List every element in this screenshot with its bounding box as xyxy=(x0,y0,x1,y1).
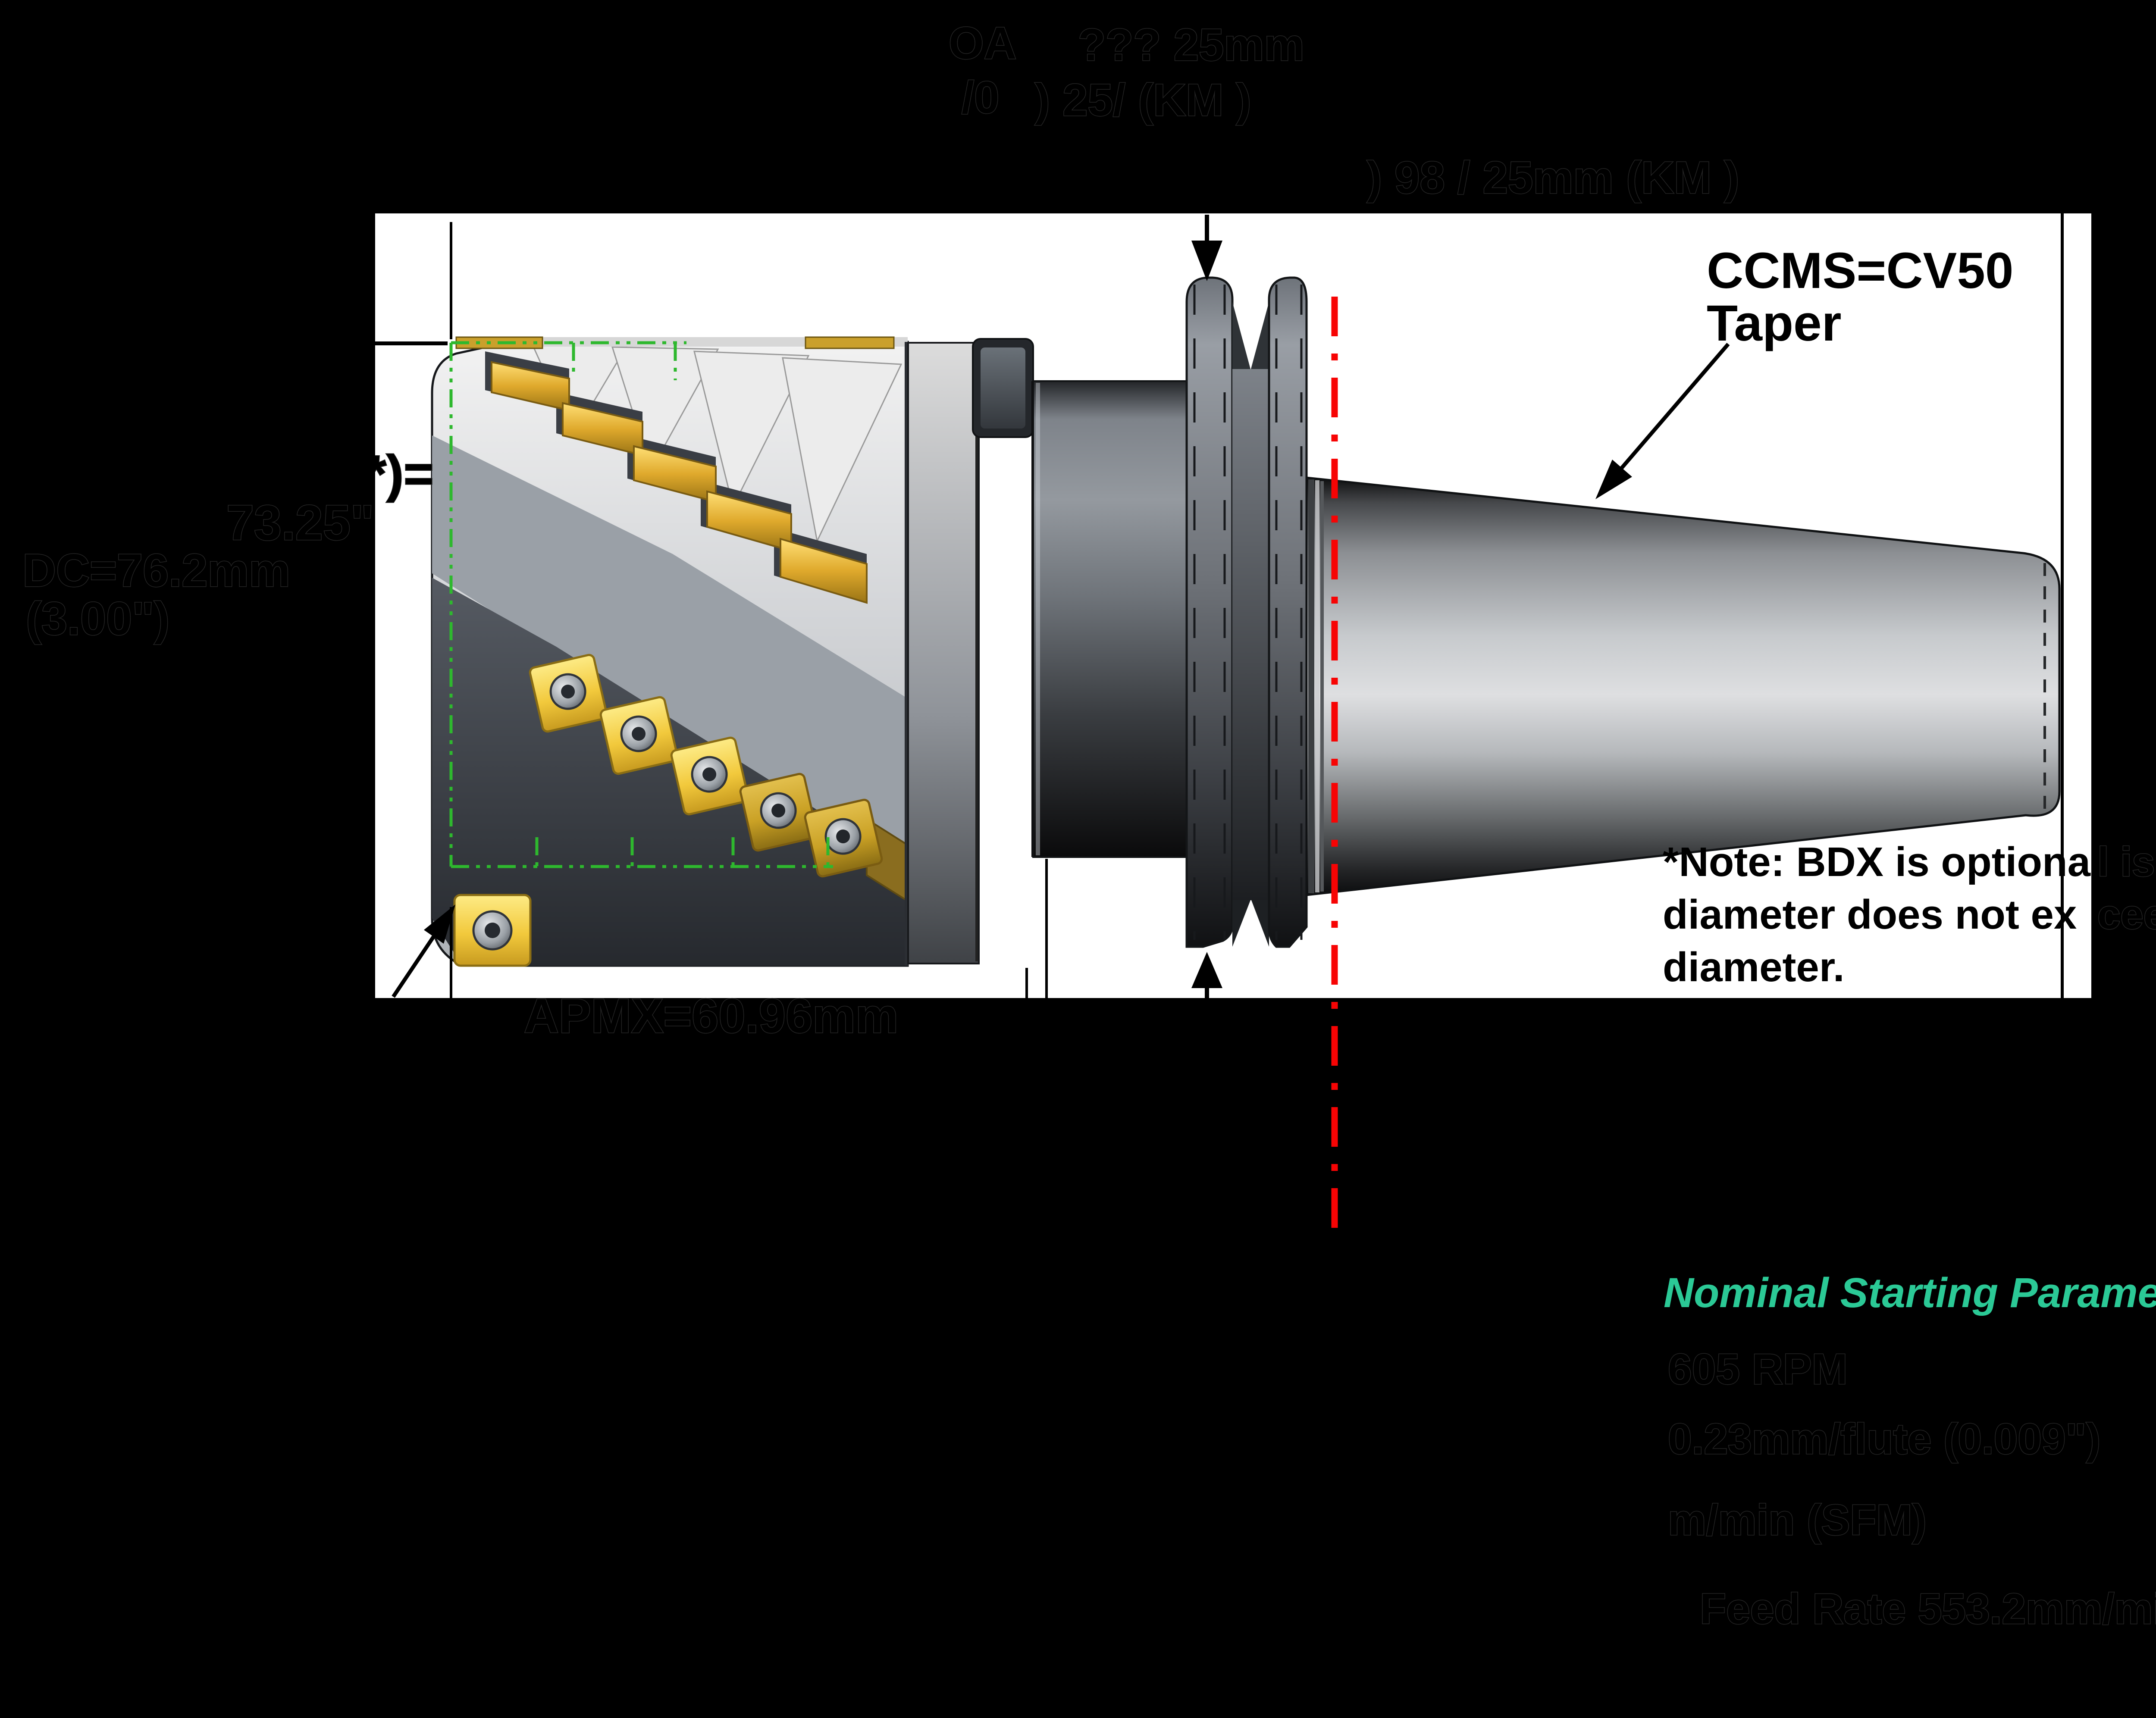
ghost-note-overflow: l is ne xyxy=(2097,839,2156,885)
ghost-param-speed: m/min (SFM) xyxy=(1668,1496,1927,1544)
ghost-title-fragment: ) 98 / 25mm (KM ) xyxy=(1367,153,1739,203)
cutter-head-midband xyxy=(432,435,908,867)
ccms-label-line2: Taper xyxy=(1707,295,1842,352)
flange-groove-floor xyxy=(1232,369,1269,900)
ghost-param-feed-per-tooth: 0.23mm/flute (0.009") xyxy=(1668,1415,2100,1463)
leader-arrowhead xyxy=(424,904,455,944)
flange-chamfer xyxy=(1251,302,1269,369)
up-arrowhead xyxy=(1191,952,1222,988)
figure-panel-inner-border xyxy=(2061,213,2064,998)
head-top-band xyxy=(456,337,908,347)
cv50-taper-cone xyxy=(1305,476,2061,896)
ghost-title-fragment: ??? 25mm xyxy=(1078,20,1304,70)
cone-end-ring xyxy=(1320,481,1324,892)
collar-edge-line xyxy=(975,345,978,961)
flute-scoop xyxy=(782,357,903,543)
ghost-note-overflow: ceed t xyxy=(2097,892,2156,938)
note-line2: diameter does not ex xyxy=(1663,892,2077,938)
note-line1: *Note: BDX is optiona xyxy=(1663,839,2091,885)
cutting-envelope-overlay xyxy=(449,341,833,868)
flute-scoop xyxy=(611,346,719,472)
ghost-title-fragment: OA xyxy=(949,18,1017,69)
ghost-left-value: 73.25" xyxy=(226,495,374,551)
ghost-left-value: (3.00") xyxy=(26,592,169,645)
ghost-param-rpm: 605 RPM xyxy=(1668,1345,1848,1393)
face-insert xyxy=(599,696,679,775)
ghost-param-feed-rate: Feed Rate 553.2mm/min (21.78 in/min) xyxy=(1700,1585,2156,1633)
ghost-left-label: DC=76.2mm xyxy=(22,544,290,596)
left-dim-label: (BDX*)= xyxy=(240,445,434,503)
flute-scoop xyxy=(693,350,810,509)
ghost-title-fragment: ) 25/ (KM ) xyxy=(1035,75,1251,125)
face-insert xyxy=(739,773,818,852)
face-insert xyxy=(529,654,608,733)
flange-chamfer xyxy=(1232,900,1250,947)
adapter-neck xyxy=(1032,380,1188,858)
top-insert-strip xyxy=(805,336,895,349)
flange-chamfer xyxy=(1251,900,1269,947)
face-insert xyxy=(670,736,749,816)
flange-rib-right xyxy=(1268,276,1308,948)
cutter-head xyxy=(431,336,909,967)
cone-end-ring xyxy=(1308,479,1314,893)
apmx-label: APMX=60.96mm xyxy=(524,989,898,1043)
ccms-leader-line xyxy=(1610,343,1730,481)
rear-collar xyxy=(907,342,980,964)
flange-rib-left xyxy=(1185,276,1234,948)
down-arrowhead xyxy=(1191,241,1222,281)
dimension-line-fragment xyxy=(375,341,448,345)
params-heading: Nominal Starting Parameters: xyxy=(1664,1269,2156,1316)
v-flange xyxy=(1185,276,1308,948)
ghost-title-fragment: /0 xyxy=(962,72,1000,123)
wiper-insert xyxy=(453,894,532,967)
head-rear-edge xyxy=(905,342,908,966)
ccms-label-line1: CCMS=CV50 xyxy=(1707,242,2014,299)
dimension-marks xyxy=(375,215,1730,998)
cone-end-ring xyxy=(1315,480,1319,892)
flange-chamfer xyxy=(1232,302,1250,369)
neck-highlight xyxy=(1036,383,1040,855)
note-line3: diameter. xyxy=(1663,944,1845,990)
face-insert xyxy=(804,798,883,878)
leader-arrowhead xyxy=(1595,460,1632,499)
insert-edge xyxy=(780,538,868,604)
drive-key-face xyxy=(981,347,1025,429)
